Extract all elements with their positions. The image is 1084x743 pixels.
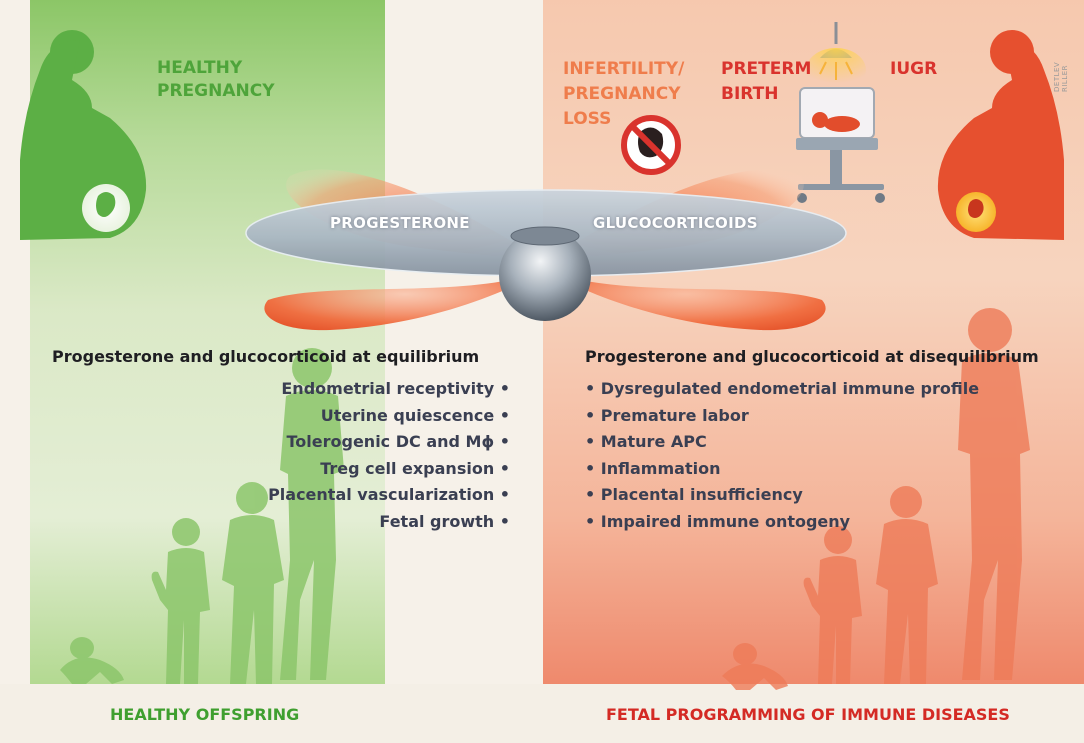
adult-icon — [958, 308, 1030, 680]
infertility-label-line1: INFERTILITY/ — [563, 59, 685, 79]
list-item: • Placental insufficiency — [585, 485, 803, 505]
glucocorticoids-label: GLUCOCORTICOIDS — [593, 214, 758, 232]
heat-lamp-icon — [806, 22, 866, 92]
progesterone-label: PROGESTERONE — [330, 214, 470, 232]
disease-family-silhouettes — [722, 308, 1030, 690]
preterm-birth-label-line1: PRETERM — [721, 59, 812, 79]
child-icon — [151, 518, 210, 684]
incubator-icon — [796, 87, 885, 203]
infertility-label: INFERTILITY/ PREGNANCY LOSS — [563, 57, 684, 132]
child-icon — [876, 486, 938, 684]
list-item: • Inflammation — [585, 458, 721, 478]
healthy-outcomes-list: Endometrial receptivity • Uterine quiesc… — [240, 376, 510, 536]
fetal-programming-label: FETAL PROGRAMMING OF IMMUNE DISEASES — [606, 705, 1010, 724]
infertility-label-line2: PREGNANCY — [563, 84, 681, 104]
crawling-baby-icon — [722, 643, 788, 690]
list-item: Endometrial receptivity • — [281, 379, 510, 398]
no-fetus-icon — [621, 115, 681, 175]
list-item: • Premature labor — [585, 405, 749, 425]
adult-icon — [280, 348, 344, 680]
pregnant-woman-icon — [937, 30, 1064, 240]
list-item: Treg cell expansion • — [320, 458, 510, 478]
footer-band — [0, 684, 1084, 743]
list-item: Uterine quiescence • — [320, 405, 510, 425]
healthy-pregnancy-title-line1: HEALTHY — [157, 58, 243, 78]
crawling-baby-icon — [60, 637, 124, 684]
preterm-birth-label: PRETERM BIRTH — [721, 57, 811, 107]
healthy-pregnancy-title-line2: PREGNANCY — [157, 81, 275, 101]
healthy-pregnancy-title: HEALTHY PREGNANCY — [157, 57, 275, 103]
list-item: Tolerogenic DC and Mϕ • — [286, 432, 511, 452]
baby-icon — [812, 112, 860, 132]
list-item: Fetal growth • — [379, 511, 510, 531]
hormone-balance — [245, 169, 847, 331]
preterm-birth-label-line2: BIRTH — [721, 84, 779, 104]
disequilibrium-heading: Progesterone and glucocorticoid at diseq… — [585, 347, 1039, 366]
healthy-offspring-label: HEALTHY OFFSPRING — [110, 705, 300, 724]
infertility-label-line3: LOSS — [563, 109, 612, 129]
healthy-family-silhouettes — [60, 348, 344, 684]
child-icon — [803, 526, 862, 684]
iugr-label: IUGR — [890, 59, 938, 79]
list-item: • Impaired immune ontogeny — [585, 511, 851, 531]
artist-credit: DETLEV RILLER — [1053, 61, 1069, 92]
child-icon — [222, 482, 284, 684]
list-item: • Dysregulated endometrial immune profil… — [585, 379, 980, 398]
list-item: Placental vascularization • — [268, 485, 510, 505]
list-item: • Mature APC — [585, 432, 707, 452]
fetus-icon — [82, 184, 130, 232]
fetus-icon — [956, 192, 996, 232]
disease-outcomes-list: • Dysregulated endometrial immune profil… — [585, 376, 979, 536]
equilibrium-heading: Progesterone and glucocorticoid at equil… — [52, 347, 480, 366]
